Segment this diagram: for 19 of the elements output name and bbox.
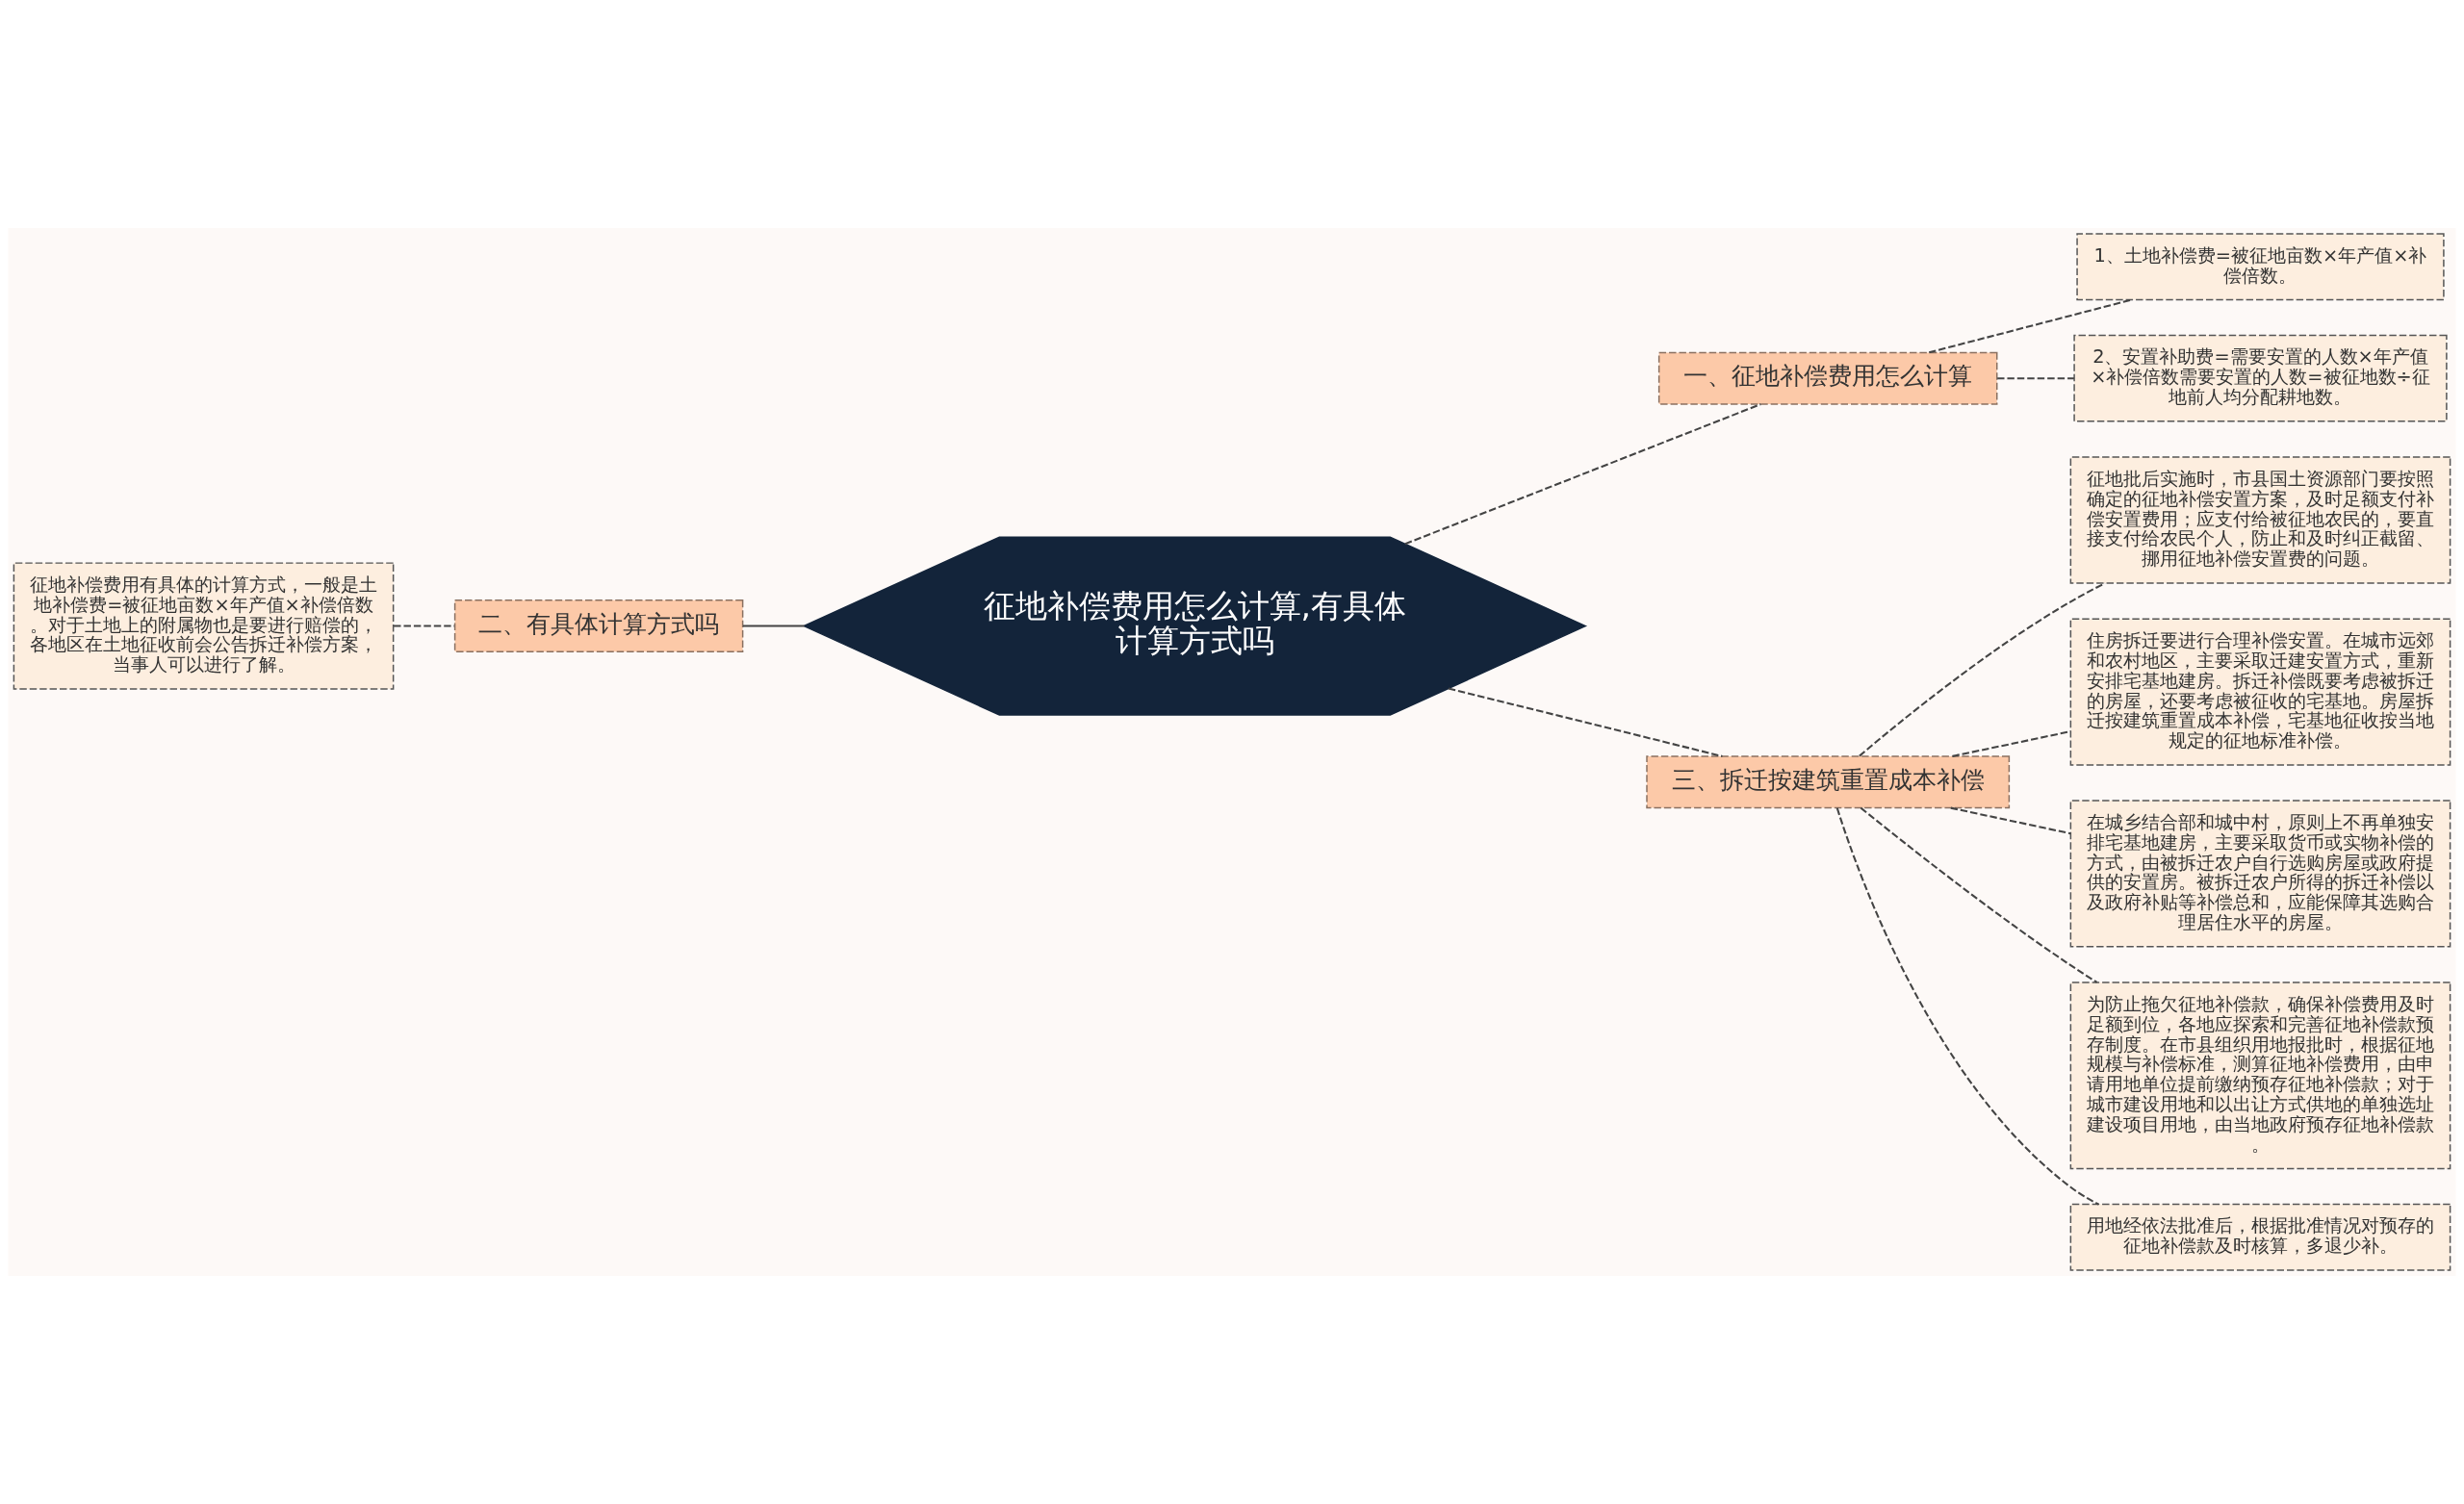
node-box: 征地补偿费用有具体的计算方式，一般是土地补偿费=被征地亩数×年产值×补偿倍数。对于土地上的附属物也是要进行赔偿的，各地区在土地征收前会公告拆迁补偿方案，当事人可以进行了解。 [13, 562, 395, 690]
connector [1859, 582, 2106, 757]
node-box: 一、征地补偿费用怎么计算 [1657, 351, 1998, 405]
connector [1835, 807, 2099, 1206]
node-box: 二、有具体计算方式吗 [453, 599, 744, 653]
node-box: 住房拆迁要进行合理补偿安置。在城市远郊和农村地区，主要采取迁建安置方式，重新安排宅基地建房。拆迁补偿既要考虑被拆迁的房屋，还要考虑被征收的宅基地。房屋拆迁按建筑重置成本补偿，宅基地征收按当地规定的征地标准补偿。 [2069, 618, 2451, 766]
connector [1950, 806, 2071, 835]
node-box: 三、拆迁按建筑重置成本补偿 [1646, 755, 2011, 809]
connector [1997, 377, 2074, 380]
node-box: 在城乡结合部和城中村，原则上不再单独安排宅基地建房，主要采取货币或实物补偿的方式，由被拆迁农户自行选购房屋或政府提供的安置房。被拆迁农户所得的拆迁补偿以及政府补贴等补偿总和，应能保障其选购合理居住水平的房屋。 [2069, 800, 2451, 948]
node-box: 2、安置补助费=需要安置的人数×年产值×补偿倍数需要安置的人数=被征地数÷征地前人均分配耕地数。 [2073, 334, 2448, 422]
connector [1404, 403, 1761, 546]
node-box: 为防止拖欠征地补偿款，确保补偿费用及时足额到位，各地应探索和完善征地补偿款预存制度。在市县组织用地报批时，根据征地规模与补偿标准，测算征地补偿费用，由申请用地单位提前缴纳预存征地补偿款；对于城市建设用地和以出让方式供地的单独选址建设项目用地，由当地政府预存征地补偿款。 [2069, 981, 2451, 1170]
connector [743, 625, 805, 627]
connector [1860, 806, 2098, 983]
node-box: 征地批后实施时，市县国土资源部门要按照确定的征地补偿安置方案，及时足额支付补偿安置费用；应支付给被征地农民的，要直接支付给农民个人，防止和及时纠正截留、挪用征地补偿安置费的问题。 [2069, 456, 2451, 584]
node-box: 用地经依法批准后，根据批准情况对预存的征地补偿款及时核算，多退少补。 [2069, 1203, 2451, 1271]
connector [1448, 687, 1723, 757]
node-box: 1、土地补偿费=被征地亩数×年产值×补偿倍数。 [2076, 233, 2445, 301]
